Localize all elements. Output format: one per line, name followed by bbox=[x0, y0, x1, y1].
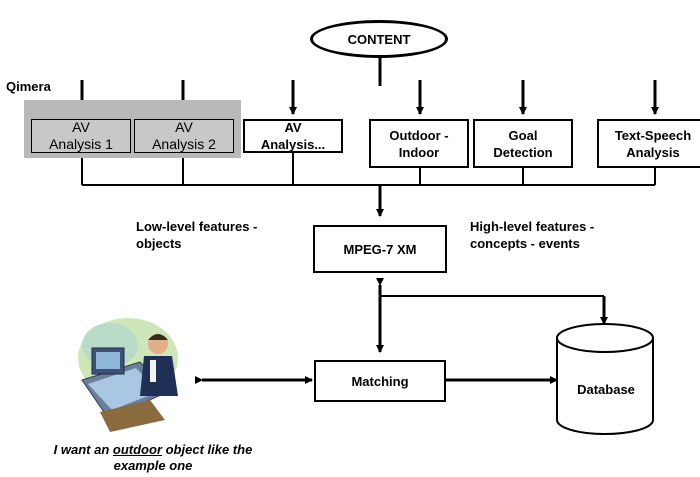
user-at-computer-icon bbox=[78, 318, 178, 432]
mpeg7-xm-box: MPEG-7 XM bbox=[313, 225, 447, 273]
database-label: Database bbox=[577, 382, 635, 397]
query-caption: I want an outdoor object like the exampl… bbox=[8, 442, 298, 474]
goal-detection-box: Goal Detection bbox=[473, 119, 573, 168]
av-analysis-more-box: AV Analysis... bbox=[243, 119, 343, 153]
text-speech-analysis-box: Text-Speech Analysis bbox=[597, 119, 700, 168]
query-prefix: I want an bbox=[53, 442, 113, 457]
qimera-label: Qimera bbox=[6, 79, 51, 94]
matching-box: Matching bbox=[314, 360, 446, 402]
query-emphasis: outdoor bbox=[112, 442, 162, 457]
av-analysis-2-box: AV Analysis 2 bbox=[134, 119, 234, 153]
database-icon bbox=[556, 323, 654, 435]
low-level-features-label: Low-level features - objects bbox=[136, 219, 258, 251]
query-suffix: object like the example one bbox=[113, 442, 253, 473]
content-source: CONTENT bbox=[310, 20, 448, 58]
outdoor-indoor-box: Outdoor - Indoor bbox=[369, 119, 469, 168]
high-level-features-label: High-level features - concepts - events bbox=[470, 219, 595, 251]
av-analysis-1-box: AV Analysis 1 bbox=[31, 119, 131, 153]
